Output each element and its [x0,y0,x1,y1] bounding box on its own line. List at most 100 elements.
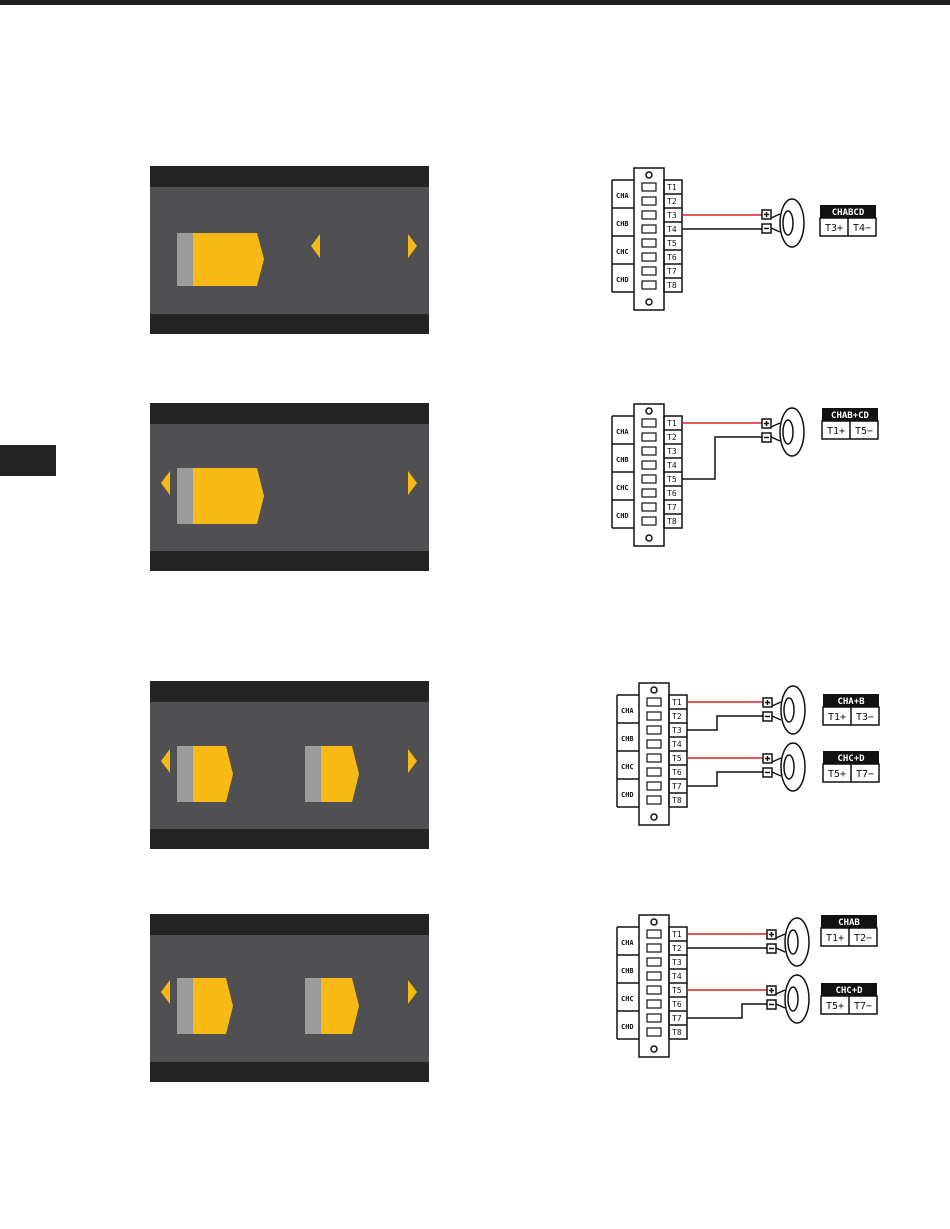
right-arrow-icon [408,980,417,1004]
wire-negative [687,716,763,730]
connection-label-1: CHA+B T1+ T3− [823,694,879,725]
positive-terminal: T5+ [828,769,846,780]
connection-label-1: CHAB T1+ T2− [821,915,877,946]
left-arrow-icon [161,471,170,495]
terminal-label: T6 [672,768,682,777]
lcd-graphic [150,403,429,571]
channel-label-a: CHA [621,939,634,947]
terminal-label: T1 [672,930,682,939]
negative-terminal: T5− [855,426,873,437]
lcd-bottom-bar [150,1062,429,1082]
connection-title: CHC+D [835,986,863,996]
terminal-label: T5 [667,475,677,484]
channel-label-b: CHB [621,967,634,975]
channel-label-d: CHD [616,276,629,284]
wiring-graphic: CHA CHB CHC CHD T1 T2 T3 T4 T5 T6 T7 T8 [612,404,882,549]
speaker-icon [763,743,805,791]
terminal-label: T3 [667,211,677,220]
terminal-label: T2 [667,197,677,206]
terminal-label: T1 [667,183,677,192]
negative-terminal: T7− [854,1001,872,1012]
channel-label-a: CHA [616,428,629,436]
lcd-screen-2 [150,403,429,571]
connection-label-2: CHC+D T5+ T7− [823,751,879,782]
connection-title: CHC+D [837,754,865,764]
terminal-label: T3 [672,958,682,967]
wiring-graphic: CHA CHB CHC CHD T1 T2 T3 T4 T5 T6 T7 T8 [617,683,887,828]
terminal-label: T1 [672,698,682,707]
positive-terminal: T3+ [825,223,843,234]
speaker-block-gray [177,978,193,1034]
terminal-label: T7 [672,782,682,791]
speaker-icon [762,408,804,456]
speaker-block-yellow [321,978,359,1034]
terminal-label: T7 [667,503,677,512]
connection-title: CHAB [838,918,860,928]
positive-terminal: T1+ [827,426,845,437]
channel-label-d: CHD [621,791,634,799]
negative-terminal: T2− [854,933,872,944]
negative-terminal: T4− [853,223,871,234]
terminal-label: T4 [672,972,682,981]
speaker-block-yellow [193,233,264,286]
connection-title: CHABCD [832,208,865,218]
channel-label-c: CHC [616,248,629,256]
terminal-label: T6 [672,1000,682,1009]
terminal-label: T8 [667,281,677,290]
lcd-graphic [150,681,429,849]
terminal-screws [642,183,656,289]
lcd-bottom-bar [150,551,429,571]
terminal-label: T1 [667,419,677,428]
lcd-screen-4 [150,914,429,1082]
terminal-label: T5 [672,754,682,763]
speaker-block-gray [177,233,193,286]
terminal-label: T7 [667,267,677,276]
terminal-label: T5 [672,986,682,995]
wiring-diagram-3: CHA CHB CHC CHD T1 T2 T3 T4 T5 T6 T7 T8 [617,683,887,828]
right-arrow-icon [408,234,417,258]
top-rule [0,0,950,5]
speaker-block-yellow [321,746,359,802]
positive-terminal: T1+ [826,933,844,944]
terminal-label: T4 [667,461,677,470]
speaker-icon [763,686,805,734]
lcd-bottom-bar [150,829,429,849]
wire-negative [687,772,763,786]
connection-title: CHA+B [837,697,865,707]
terminal-label: T6 [667,253,677,262]
speaker-block-gray [305,746,321,802]
channel-label-a: CHA [621,707,634,715]
section-tab [0,445,56,476]
positive-terminal: T1+ [828,712,846,723]
speaker-block-gray [177,468,193,524]
wiring-diagram-2: CHA CHB CHC CHD T1 T2 T3 T4 T5 T6 T7 T8 [612,404,882,549]
lcd-graphic [150,914,429,1082]
left-arrow-icon [161,980,170,1004]
terminal-label: T3 [672,726,682,735]
negative-terminal: T7− [856,769,874,780]
speaker-icon [767,975,809,1023]
terminal-label: T8 [672,796,682,805]
terminal-label: T4 [672,740,682,749]
lcd-screen-3 [150,681,429,849]
channel-label-c: CHC [621,995,634,1003]
channel-label-b: CHB [616,220,629,228]
lcd-bottom-bar [150,314,429,334]
connection-label-1: CHAB+CD T1+ T5− [822,408,878,439]
terminal-label: T2 [672,944,682,953]
lcd-screen-1 [150,166,429,334]
terminal-screws [642,419,656,525]
positive-terminal: T5+ [826,1001,844,1012]
speaker-block-gray [177,746,193,802]
terminal-label: T8 [667,517,677,526]
terminal-label: T7 [672,1014,682,1023]
terminal-label: T2 [672,712,682,721]
wiring-graphic: CHA CHB CHC CHD T1 T2 T3 T4 T5 T6 T7 T8 [617,915,887,1060]
speaker-block-gray [305,978,321,1034]
terminal-label: T5 [667,239,677,248]
channel-label-c: CHC [616,484,629,492]
right-arrow-icon [408,471,417,495]
channel-label-d: CHD [616,512,629,520]
lcd-graphic [150,166,429,334]
channel-label-d: CHD [621,1023,634,1031]
